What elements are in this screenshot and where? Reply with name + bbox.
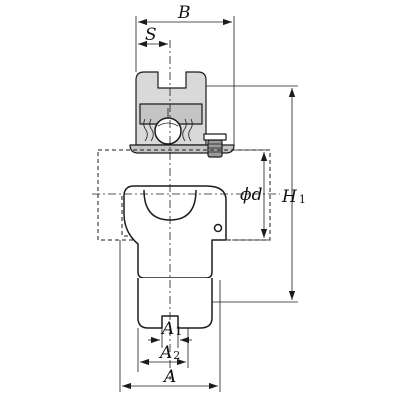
slot-leg <box>137 278 213 329</box>
dimension-s-label: S <box>145 25 157 45</box>
dimension-s: S <box>138 25 168 48</box>
dimension-a2-label: A2 <box>158 343 180 363</box>
bearing-section <box>129 71 235 158</box>
housing-body <box>123 185 227 279</box>
dimension-phi-d-label: ϕd <box>240 185 263 205</box>
dimension-a: A <box>119 240 221 392</box>
dimension-a1: A1 <box>148 316 192 348</box>
dimension-b: B <box>135 3 235 145</box>
dimension-a2: A2 <box>137 328 189 372</box>
dimension-phi-d: ϕd <box>232 149 270 241</box>
set-screw <box>207 139 223 158</box>
shaft-hidden-outline <box>97 149 271 241</box>
dimension-a1-label: A1 <box>160 319 182 339</box>
dimension-a-label: A <box>162 367 176 387</box>
set-screw-head <box>203 133 227 141</box>
housing <box>121 185 227 329</box>
seal-left <box>143 118 154 142</box>
dimension-b-label: B <box>177 3 191 23</box>
bolt-hole <box>213 223 223 233</box>
seal-right <box>182 118 193 142</box>
ball <box>154 117 182 145</box>
